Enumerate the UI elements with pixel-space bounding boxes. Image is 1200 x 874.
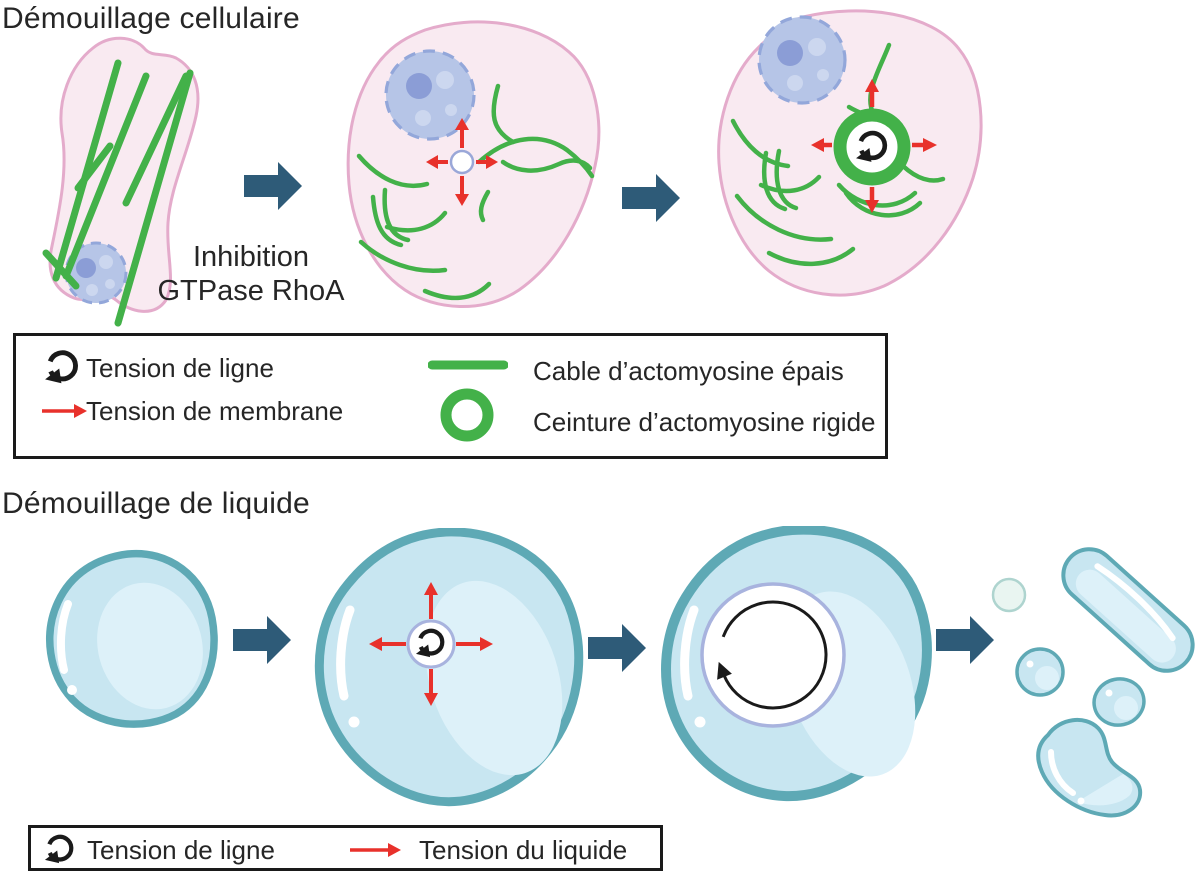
- droplet-gloss: [680, 605, 699, 701]
- fragment-round-2: [1092, 677, 1146, 727]
- droplet-gloss: [56, 600, 72, 674]
- cell-spread-hole-opening: [346, 20, 601, 308]
- grown-hole: [700, 582, 846, 728]
- liquid-tension-arrows: [369, 582, 493, 706]
- rotation-arrow-icon: [717, 600, 828, 710]
- green-ring-icon: [440, 388, 494, 442]
- fragment-capsule: [1061, 547, 1195, 673]
- legend-cell-dewetting: Tension de ligne Tension de membrane Cab…: [13, 333, 888, 459]
- nucleus: [757, 15, 847, 105]
- transition-arrow-1: [244, 162, 302, 210]
- transition-arrow-4: [588, 624, 646, 672]
- legend-label-belt: Ceinture d’actomyosine rigide: [533, 407, 876, 437]
- droplet-fragments: [991, 547, 1195, 818]
- droplet-hole-opening: [314, 528, 584, 807]
- legend-label-line-tension: Tension de ligne: [87, 835, 275, 865]
- nascent-hole: [449, 149, 475, 175]
- transition-label-line1: Inhibition: [192, 241, 310, 273]
- liquid-section-title: Démouillage de liquide: [2, 487, 310, 520]
- droplet-gloss-dot: [348, 716, 360, 728]
- red-arrow-icon: [350, 843, 401, 857]
- legend-liquid-dewetting: Tension de ligne Tension du liquide: [28, 825, 663, 871]
- fragment-bean: [1036, 717, 1143, 818]
- nucleus: [384, 49, 476, 141]
- nascent-hole: [406, 619, 456, 669]
- legend-label-cable: Cable d’actomyosine épais: [533, 356, 844, 386]
- droplet-gloss-dot: [67, 685, 77, 695]
- cell-initial-elongated: [42, 36, 200, 327]
- legend-label-liquid-tension: Tension du liquide: [419, 835, 628, 865]
- cell-hole-with-ring: [717, 9, 983, 297]
- actomyosin-ring: [833, 108, 911, 186]
- actomyosin-cables: [42, 59, 194, 327]
- cell-section-title: Démouillage cellulaire: [2, 2, 300, 35]
- droplet-inner-light: [425, 580, 563, 776]
- actin-fibers: [730, 42, 946, 266]
- legend-label-line-tension: Tension de ligne: [86, 353, 274, 383]
- membrane-tension-arrows: [426, 118, 498, 206]
- rotation-arrow-icon: [44, 833, 76, 867]
- transition-arrow-2: [622, 174, 680, 222]
- transition-label-line2: GTPase RhoA: [157, 275, 345, 307]
- cell-membrane: [48, 36, 200, 313]
- droplet-gloss-dot: [694, 716, 706, 728]
- fragment-round-1: [1015, 647, 1065, 697]
- droplet-gloss: [336, 605, 355, 701]
- fragment-tiny: [991, 577, 1027, 613]
- rotation-arrow-icon: [44, 349, 81, 387]
- red-arrow-icon: [42, 404, 87, 418]
- legend-label-membrane-tension: Tension de membrane: [86, 396, 344, 426]
- membrane-tension-arrows: [811, 79, 937, 213]
- droplet-hole-grown: [661, 526, 932, 802]
- nucleus: [64, 241, 128, 305]
- droplet-initial: [46, 549, 218, 728]
- transition-arrow-3: [233, 616, 291, 664]
- droplet-inner-light: [97, 582, 203, 710]
- green-cable-icon: [428, 360, 508, 370]
- actin-fibers: [356, 83, 595, 301]
- transition-label: Inhibition GTPase RhoA: [156, 240, 346, 308]
